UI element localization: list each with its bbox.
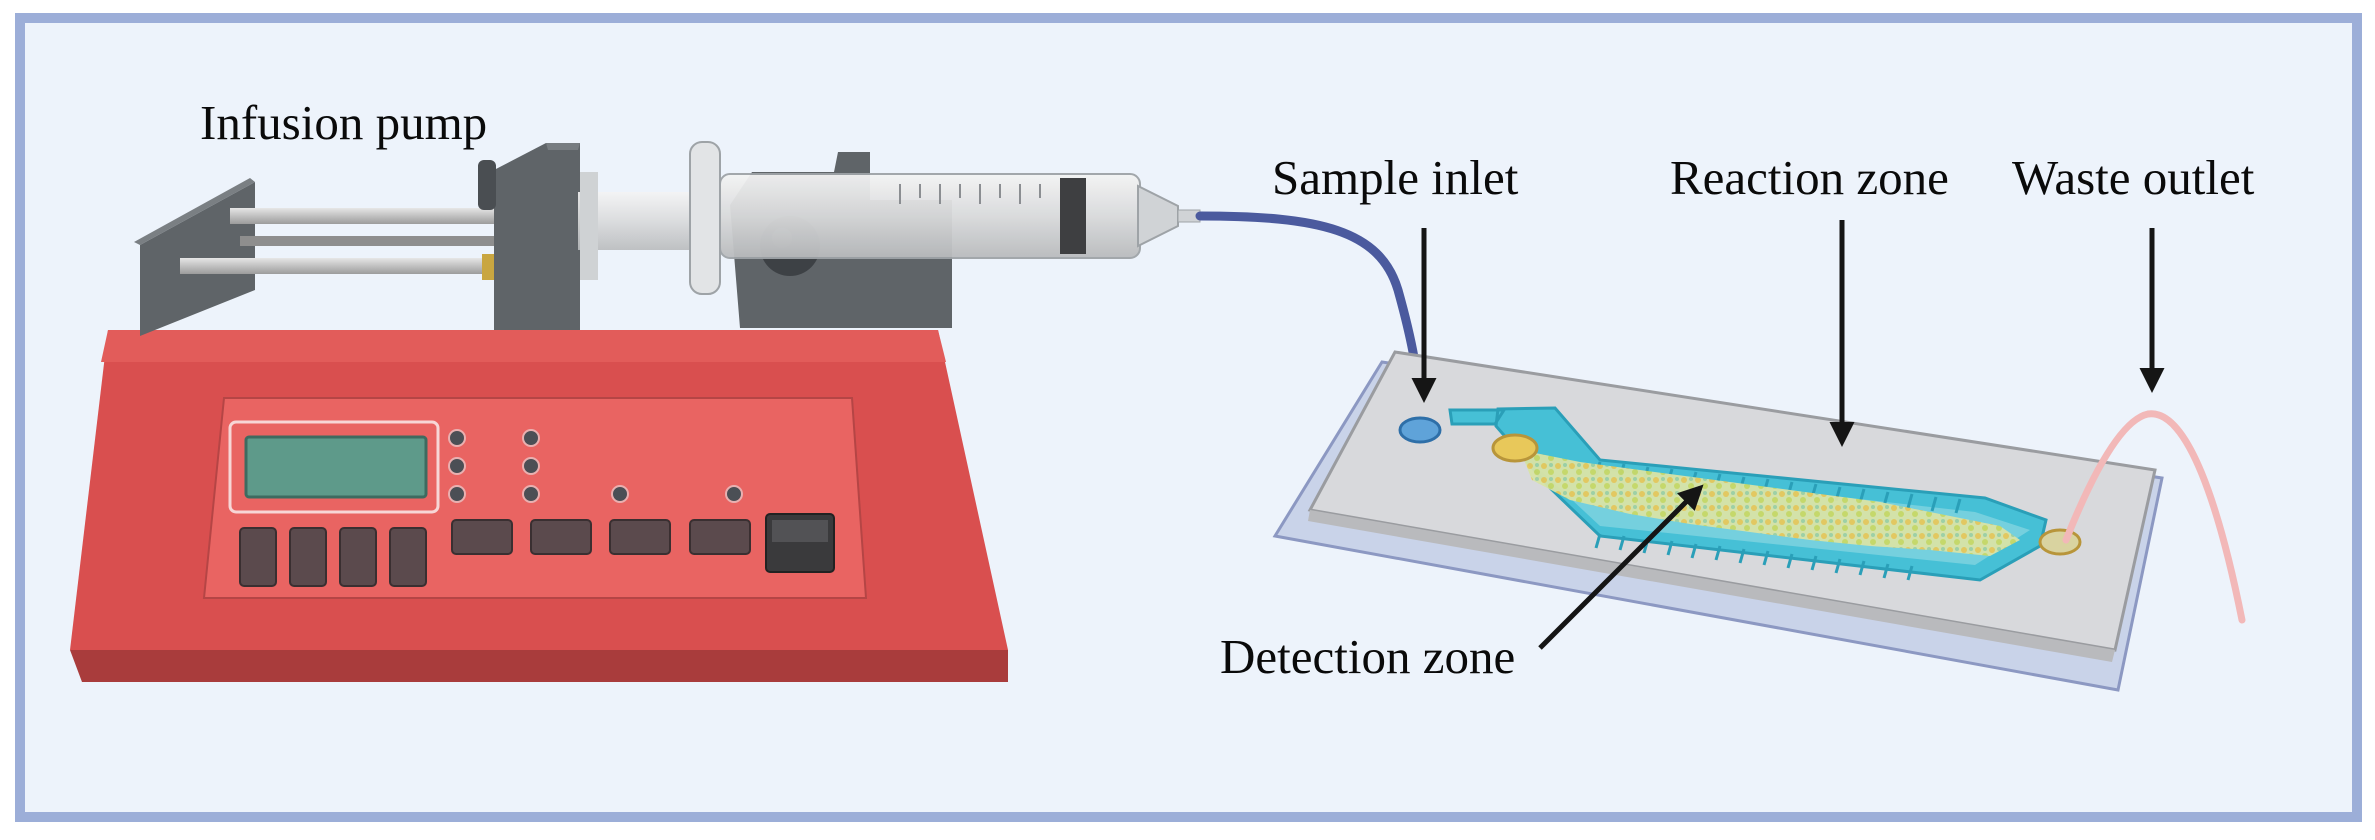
guide-rod-upper bbox=[230, 208, 510, 224]
label-sample-inlet: Sample inlet bbox=[1272, 150, 1519, 205]
pusher-block bbox=[494, 143, 580, 330]
syringe-flange bbox=[689, 141, 721, 295]
indicator-lights bbox=[448, 429, 743, 503]
guide-rod-lower bbox=[180, 258, 510, 274]
label-reaction-zone: Reaction zone bbox=[1670, 150, 1949, 205]
arrow-detection-zone bbox=[1538, 484, 1704, 650]
display-frame bbox=[228, 420, 440, 514]
keypad-buttons bbox=[239, 527, 427, 587]
detection-bead-area bbox=[1520, 450, 2020, 556]
lead-screw bbox=[240, 236, 500, 246]
pump-base bbox=[70, 650, 1008, 682]
lcd-display bbox=[244, 435, 428, 499]
plunger-stopper bbox=[1060, 178, 1086, 254]
microfluidic-chip bbox=[1272, 350, 2164, 692]
channel-comb bbox=[1594, 461, 1962, 581]
outlet-reservoir bbox=[2038, 528, 2082, 556]
inlet-reservoir bbox=[1398, 416, 1442, 444]
waste-tube bbox=[2062, 410, 2246, 624]
label-waste-outlet: Waste outlet bbox=[2012, 150, 2255, 205]
infusion-pump bbox=[70, 141, 1201, 682]
label-detection-zone: Detection zone bbox=[1220, 629, 1516, 684]
label-infusion-pump: Infusion pump bbox=[200, 95, 488, 150]
detection-reservoir bbox=[1491, 433, 1539, 463]
function-buttons bbox=[451, 519, 751, 555]
